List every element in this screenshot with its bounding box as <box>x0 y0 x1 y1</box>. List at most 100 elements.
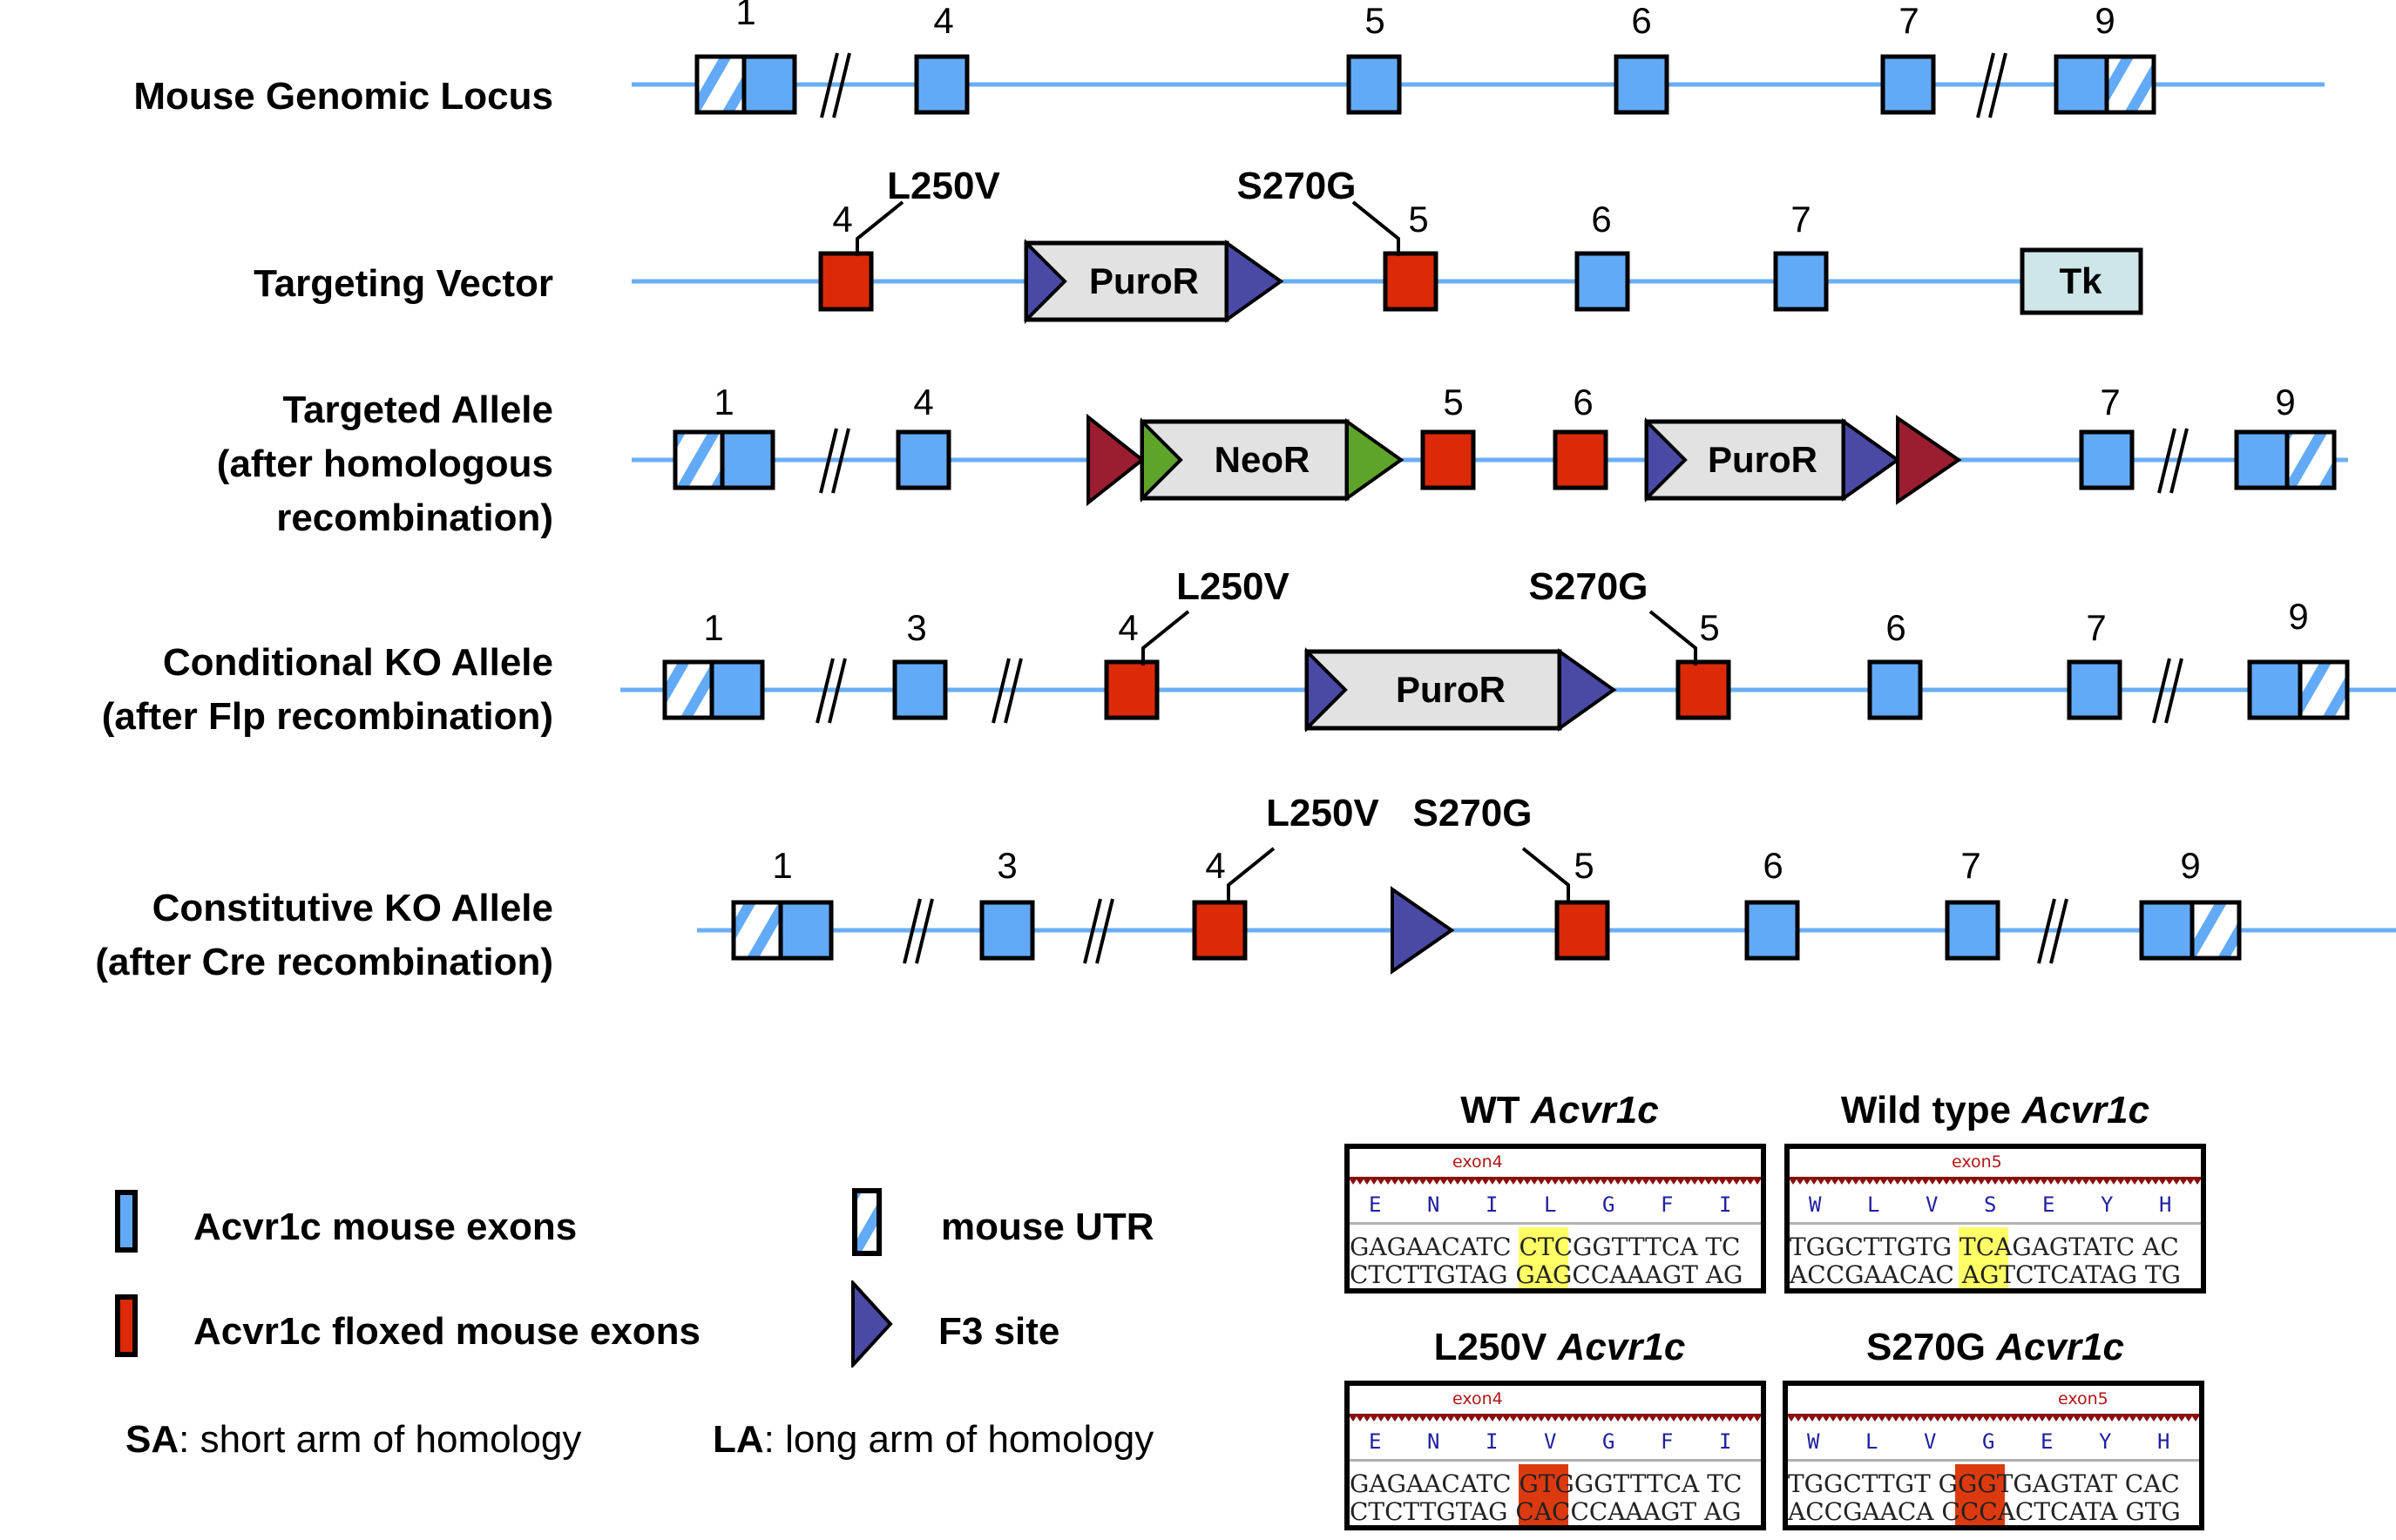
dna-bottom-strand: CTCTTGTAG GAGCCAAAGT AG <box>1350 1260 1743 1289</box>
exon-track-label: exon4 <box>1452 1389 1503 1408</box>
exon-1 <box>741 54 797 115</box>
exon-4 <box>1104 659 1160 720</box>
exon-track-band <box>1350 1414 1761 1422</box>
mutant-codon-highlight <box>1955 1464 2005 1525</box>
mutation-label-l250v: L250V <box>1266 792 1379 834</box>
dna-top-strand: GAGAACATC GTGGGTTTCA TC <box>1350 1469 1743 1498</box>
amino-acid: N <box>1427 1192 1440 1217</box>
exon-number-label: 5 <box>1574 845 1594 886</box>
utr-box <box>731 900 787 961</box>
break-mark-icon <box>819 428 838 494</box>
frt-site-icon <box>1086 413 1146 507</box>
break-mark-icon <box>903 898 922 964</box>
legend-f3-label: F3 site <box>938 1310 1060 1353</box>
exon-number-label: 7 <box>2086 607 2106 648</box>
break-mark-icon <box>2037 898 2056 964</box>
exon-number-label: 9 <box>2288 596 2308 637</box>
row-label-line: Conditional KO Allele <box>162 641 553 684</box>
amino-acid: N <box>1427 1429 1440 1454</box>
legend-exon-swatch <box>115 1190 138 1253</box>
dna-top-strand: GAGAACATC CTCGGTTTCA TC <box>1350 1233 1741 1261</box>
cassette-label: NeoR <box>1215 439 1310 480</box>
cassette-box <box>1304 649 1562 731</box>
cassette-puror: PuroR <box>1304 647 1617 733</box>
exon-number-label: 9 <box>2275 382 2295 422</box>
row-label-constitutive-ko-allele: Constitutive KO Allele (after Cre recomb… <box>95 881 553 990</box>
exon-track-zigzag <box>1790 1177 2201 1185</box>
la-abbr: LA <box>713 1418 764 1461</box>
amino-acid: Y <box>2101 1192 2114 1217</box>
utr-box <box>673 429 728 490</box>
amino-acid: H <box>2159 1192 2172 1217</box>
exon-number-label: 7 <box>2100 382 2120 422</box>
utr-box <box>2186 900 2242 961</box>
amino-acid: I <box>1719 1192 1732 1217</box>
exon-4 <box>914 54 970 115</box>
exon-5 <box>1346 54 1402 115</box>
f3-site-icon <box>1391 886 1455 975</box>
exon-number-label: 7 <box>1960 845 1980 886</box>
dna-bottom-strand: ACCGAACA CCCACTCATA GTG <box>1788 1497 2181 1526</box>
exon-number-label: 9 <box>2180 845 2200 886</box>
exon-number-label: 6 <box>1885 607 1905 648</box>
seq-title-gene: Acvr1c <box>1557 1326 1686 1368</box>
exon-5 <box>1554 900 1610 961</box>
exon-number-label: 6 <box>1591 199 1611 240</box>
break-mark-icon <box>2157 428 2176 494</box>
exon-track-zigzag <box>1350 1177 1761 1185</box>
exon-number-label: 4 <box>933 0 953 41</box>
amino-acid: E <box>2041 1429 2054 1454</box>
break-mark-icon <box>2049 898 2068 964</box>
exon-track-band <box>1788 1414 2199 1422</box>
legend-floxed-label: Acvr1c floxed mouse exons <box>193 1310 701 1353</box>
exon-track-zigzag <box>1788 1414 2199 1422</box>
break-mark-icon <box>832 52 851 118</box>
exon-number-label: 4 <box>913 382 933 422</box>
amino-acid: E <box>1369 1429 1382 1454</box>
amino-acid: I <box>1719 1429 1732 1454</box>
exon-6 <box>1744 900 1800 961</box>
frt-site-icon <box>1896 415 1962 505</box>
seq-title-gene: Acvr1c <box>1530 1089 1659 1131</box>
legend-exon-label: Acvr1c mouse exons <box>193 1206 578 1248</box>
aa-divider <box>1350 1459 1761 1462</box>
seq-title-gene: Acvr1c <box>1996 1326 2124 1368</box>
break-mark-icon <box>2169 428 2189 494</box>
exon-6 <box>1614 54 1669 115</box>
f3-site-icon <box>851 1280 893 1368</box>
exon-9 <box>2234 429 2290 490</box>
exon-5 <box>1675 659 1731 720</box>
break-mark-icon <box>2152 658 2171 724</box>
amino-acid: V <box>1926 1192 1939 1217</box>
amino-acid: Y <box>2099 1429 2112 1454</box>
amino-acid: E <box>1369 1192 1382 1217</box>
legend-utr-swatch <box>852 1188 882 1256</box>
exon-number-label: 5 <box>1408 199 1428 240</box>
break-mark-icon <box>820 52 839 118</box>
row-label-line: Targeting Vector <box>254 262 553 305</box>
amino-acid: W <box>1809 1192 1822 1217</box>
amino-acid: W <box>1807 1429 1820 1454</box>
mutation-leader-line <box>1521 847 1570 902</box>
exon-7 <box>1880 54 1936 115</box>
cassette-puror: PuroR <box>1024 239 1284 324</box>
exon-number-label: 6 <box>1573 382 1593 422</box>
exon-track-label: exon5 <box>2058 1389 2108 1408</box>
f3-site-icon <box>1558 648 1617 732</box>
f3-site-icon <box>1842 418 1901 502</box>
seq-title-prefix: S270G <box>1866 1326 1986 1368</box>
row-label-line: (after Cre recombination) <box>95 941 553 983</box>
dna-top-strand: TGGCTTGT GGGTGAGTAT CAC <box>1788 1469 2180 1498</box>
wt-codon-highlight <box>1959 1227 2008 1288</box>
break-mark-icon <box>1976 52 1995 118</box>
exon-number-label: 4 <box>1205 845 1225 886</box>
break-mark-icon <box>828 658 847 724</box>
frt-neo-site-icon <box>1140 417 1183 503</box>
break-mark-icon <box>915 898 934 964</box>
cassette-puror: PuroR <box>1644 417 1901 503</box>
mutation-leader-line <box>1141 610 1190 665</box>
exon-1 <box>720 429 775 490</box>
exon-number-label: 4 <box>832 199 852 240</box>
